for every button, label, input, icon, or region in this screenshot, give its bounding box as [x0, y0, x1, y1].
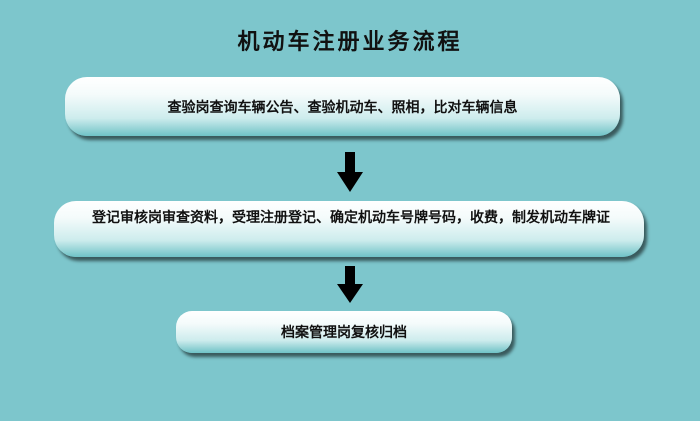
- flow-step-1: 查验岗查询车辆公告、查验机动车、照相，比对车辆信息: [65, 77, 620, 136]
- down-arrow-icon: [337, 266, 363, 303]
- flow-step-3: 档案管理岗复核归档: [176, 311, 512, 353]
- flow-step-3-text: 档案管理岗复核归档: [281, 325, 407, 341]
- flow-step-2-text: 登记审核岗审查资料，受理注册登记、确定机动车号牌号码，收费，制发机动车牌证: [92, 210, 610, 226]
- diagram-title: 机动车注册业务流程: [237, 30, 463, 55]
- flow-step-2: 登记审核岗审查资料，受理注册登记、确定机动车号牌号码，收费，制发机动车牌证: [54, 201, 644, 257]
- down-arrow-icon: [337, 152, 363, 192]
- flow-step-1-text: 查验岗查询车辆公告、查验机动车、照相，比对车辆信息: [167, 99, 518, 116]
